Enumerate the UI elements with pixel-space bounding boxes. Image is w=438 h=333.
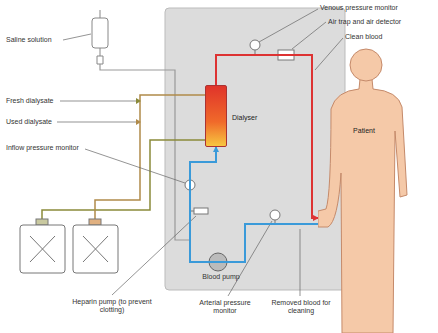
dialysate-container bbox=[20, 219, 118, 273]
arterial-monitor bbox=[270, 210, 280, 220]
saline-line bbox=[100, 64, 190, 240]
callout-label: Air trap and air detector bbox=[328, 18, 433, 26]
node-label: Patient bbox=[318, 127, 410, 134]
leader-lines bbox=[57, 9, 343, 296]
removed-blood-line bbox=[190, 147, 318, 262]
venous-monitor bbox=[250, 40, 260, 50]
patient: Patient bbox=[318, 45, 410, 333]
callout-label: Saline solution bbox=[6, 36, 76, 44]
callout-label: Clean blood bbox=[345, 33, 430, 41]
clean-blood-line bbox=[216, 55, 318, 218]
callout-label: Venous pressure monitor bbox=[320, 4, 430, 12]
body-outline bbox=[318, 45, 410, 333]
fresh-dialysate-tube bbox=[42, 140, 205, 222]
node-label: Dialyser bbox=[232, 114, 257, 121]
used-dialysate-tube bbox=[95, 95, 205, 222]
callout-label: Heparin pump (to prevent clotting) bbox=[68, 298, 156, 314]
machine-panel bbox=[165, 8, 345, 290]
dialyser: Dialyser bbox=[205, 85, 227, 147]
callout-label: Arterial pressure monitor bbox=[195, 299, 255, 315]
heparin-pump bbox=[194, 208, 208, 214]
saline-bag bbox=[92, 18, 108, 48]
callout-label: Fresh dialysate bbox=[6, 97, 76, 105]
callout-label: Blood pump bbox=[196, 273, 246, 281]
callout-label: Used dialysate bbox=[6, 118, 76, 126]
callout-label: Inflow pressure monitor bbox=[6, 144, 96, 152]
callout-label: Removed blood for cleaning bbox=[266, 299, 336, 315]
